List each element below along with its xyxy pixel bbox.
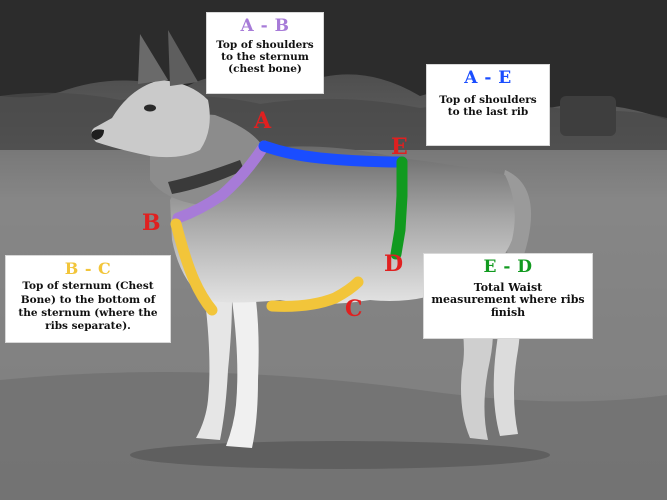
point-label-a: A [254, 108, 272, 134]
point-label-d: D [384, 251, 404, 277]
info-box-b-c-title: B - C [64, 259, 112, 278]
measurement-line-a-b [172, 140, 270, 224]
info-box-e-d-title: E - D [483, 257, 533, 277]
info-box-a-b-text: Top of shoulders to the sternum (chest b… [216, 38, 314, 75]
measurement-line-b-c-lower [266, 276, 364, 312]
garden-pot [560, 96, 616, 136]
info-box-a-e: A - E Top of shoulders to the last rib [426, 64, 550, 146]
point-label-e: E [391, 134, 408, 160]
point-label-b: B [142, 210, 161, 236]
info-box-e-d: E - D Total Waist measurement where ribs… [423, 253, 593, 339]
measurement-line-b-c-upper [170, 218, 218, 316]
info-box-a-b: A - B Top of shoulders to the sternum (c… [206, 12, 324, 94]
info-box-e-d-text: Total Waist measurement where ribs finis… [431, 280, 585, 319]
info-box-a-e-title: A - E [464, 68, 512, 88]
point-label-c: C [345, 296, 363, 322]
measurement-line-a-e [258, 140, 408, 168]
info-box-a-b-title: A - B [240, 16, 290, 36]
info-box-b-c: B - C Top of sternum (Chest Bone) to the… [5, 255, 171, 343]
info-box-a-e-text: Top of shoulders to the last rib [439, 93, 537, 118]
info-box-b-c-text: Top of sternum (Chest Bone) to the botto… [18, 280, 158, 332]
measurement-line-e-d [390, 156, 408, 260]
dog-shadow [130, 441, 550, 469]
